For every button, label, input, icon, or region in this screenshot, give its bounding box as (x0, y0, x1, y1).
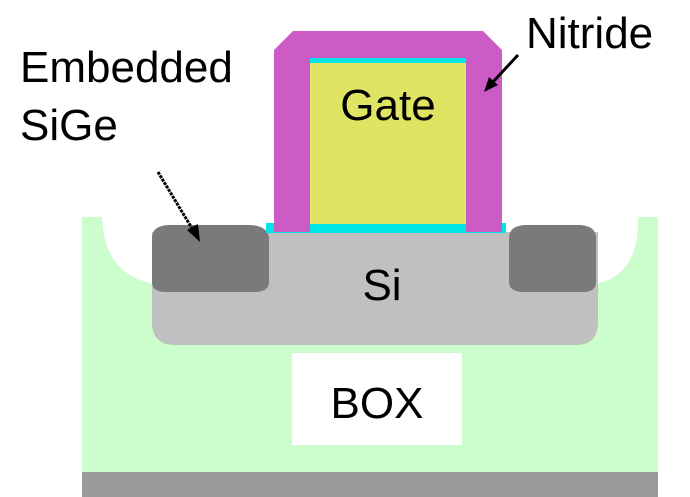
si-label: Si (362, 261, 401, 310)
embedded-label: Embedded (20, 43, 233, 92)
gate-oxide-layer (266, 223, 506, 233)
nitride-arrow-head (484, 77, 498, 92)
gate-top-oxide (310, 58, 466, 63)
box-label: BOX (331, 379, 424, 428)
sige-label: SiGe (20, 101, 118, 150)
sige-arrow (156, 171, 200, 242)
sige-arrow-head (187, 224, 200, 242)
sige-region-right (509, 225, 596, 292)
gate-electrode (310, 58, 466, 224)
nitride-arrow (484, 53, 520, 92)
substrate-strip (82, 472, 658, 497)
nitride-label: Nitride (526, 9, 653, 58)
nitride-spacer (274, 31, 502, 232)
nitride-arrow-line (490, 53, 520, 85)
sige-region-left (152, 225, 269, 292)
gate-label: Gate (340, 81, 435, 130)
box-label-background (292, 353, 462, 445)
sige-arrow-line (156, 171, 195, 231)
